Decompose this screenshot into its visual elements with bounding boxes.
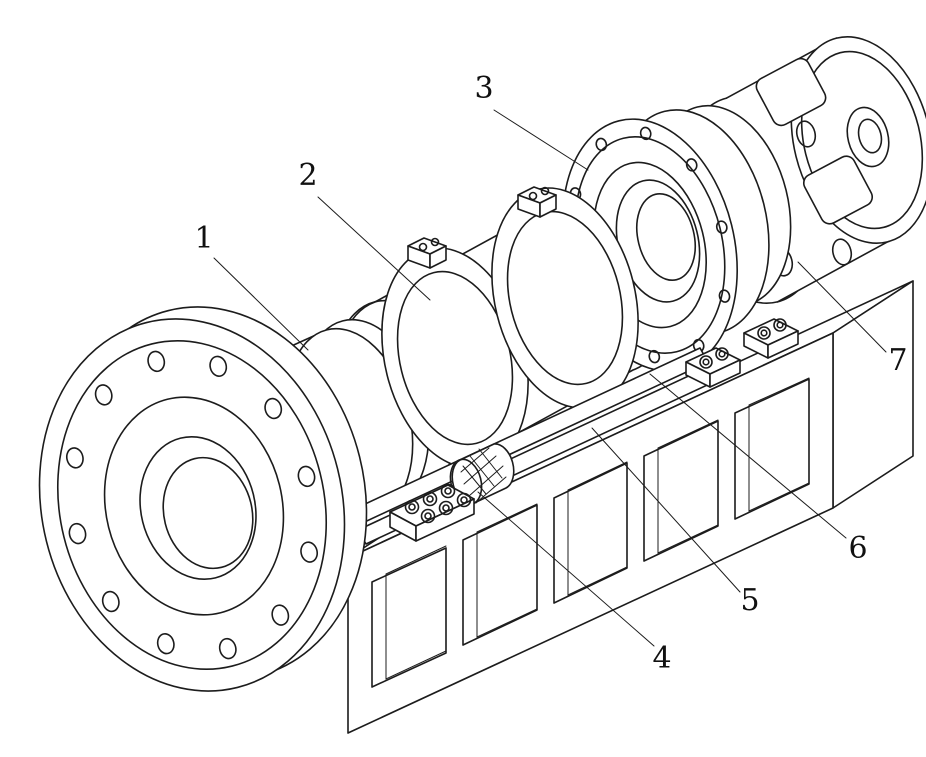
cage-shaft-bore [857,118,883,154]
flange-bore [139,435,257,581]
cage-bottom-edge [776,241,889,303]
part-label-2: 2 [298,158,317,193]
cage-shaft-ring [846,106,890,168]
flange-bolt-holes [65,350,319,660]
part-labels: 1 2 3 4 5 6 7 [194,71,907,676]
leader-line-7 [797,261,887,353]
flange-bore-depth [162,456,254,570]
cage-cutout-2 [802,155,874,225]
base-window-1 [371,545,447,688]
coupling-body [451,443,515,505]
flange-face-inner-edge [56,339,328,671]
ring1-top-lug [407,237,447,269]
bolts-left [404,483,472,524]
base-window-5 [734,377,810,520]
leader-line-4 [477,491,655,647]
part-label-5: 5 [740,583,759,618]
base-window-3 [553,461,628,604]
flange-raised-ring [103,396,285,616]
base-front-face [347,332,834,734]
bolt-group-left [389,483,475,542]
stack-bore-3 [636,192,696,282]
coupling-crosshatch [460,447,507,504]
shaft-coupling-hatched [449,443,515,506]
part-label-3: 3 [474,71,493,106]
part-label-1: 1 [194,221,213,256]
leader-line-1 [213,257,309,351]
cage-end-rim-inner [800,50,924,230]
flange-stack [562,104,792,372]
leader-line-6 [649,373,847,539]
left-flange [38,306,368,692]
part-label-7: 7 [888,343,907,378]
cage-hole-3 [831,238,853,266]
part-label-6: 6 [848,531,867,566]
bolts-right [699,318,787,369]
cage-hole-1 [795,120,817,148]
leader-lines [213,109,887,647]
bolt-group-right [685,318,799,388]
leader-line-3 [493,109,589,171]
part-label-4: 4 [652,641,671,676]
cage-cutout-1 [755,57,827,127]
ring2-top-lug [517,186,557,218]
leader-line-2 [317,196,431,301]
leader-line-5 [591,427,741,593]
base-window-4 [643,419,719,562]
support-ring-1 [381,237,529,469]
